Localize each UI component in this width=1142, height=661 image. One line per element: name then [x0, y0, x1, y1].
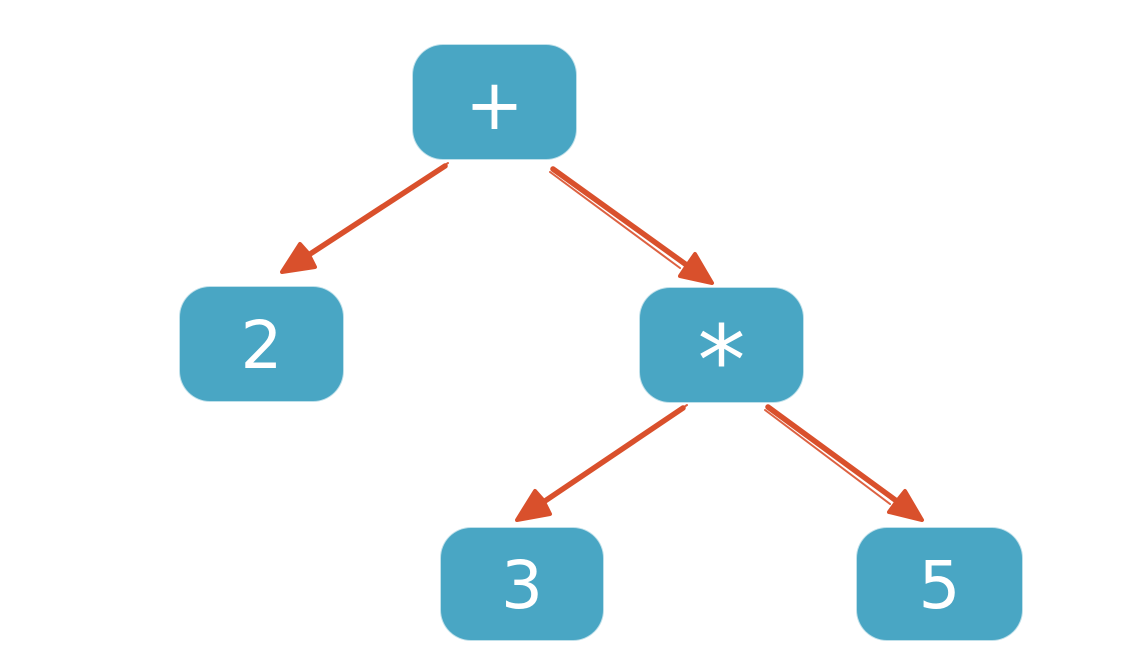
node-label-plus: + — [465, 64, 524, 146]
node-label-three: 3 — [501, 547, 543, 624]
tree-node-times: * — [640, 288, 803, 409]
tree-node-five: 5 — [857, 528, 1022, 640]
node-label-five: 5 — [918, 547, 961, 624]
tree-node-plus: + — [413, 45, 576, 159]
node-label-two: 2 — [240, 307, 283, 384]
node-label-times: * — [697, 305, 746, 417]
edge-plus-to-times — [549, 166, 714, 285]
tree-node-two: 2 — [180, 287, 343, 401]
edge-times-to-three — [515, 404, 688, 522]
edge-times-to-five — [764, 404, 924, 522]
tree-node-three: 3 — [441, 528, 603, 640]
edge-plus-to-two — [280, 162, 449, 274]
